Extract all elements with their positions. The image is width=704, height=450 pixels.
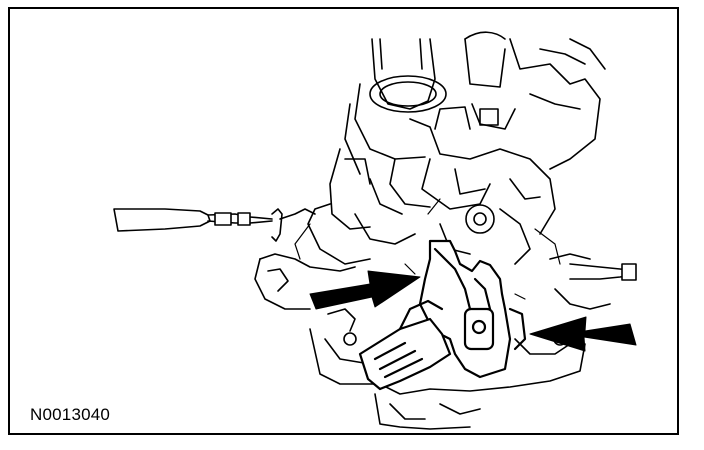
illustration-frame: N0013040 (8, 7, 679, 435)
upper-column-shaft (344, 38, 447, 175)
upper-right-housing (464, 31, 606, 170)
column-casting (369, 106, 556, 265)
right-callout-arrow (529, 316, 637, 352)
steering-column-illustration (113, 31, 637, 430)
detail-lines (294, 198, 561, 300)
electrical-connector (358, 299, 452, 391)
lower-mounting-plate (309, 308, 586, 430)
right-bolt (549, 253, 637, 310)
figure-reference-code: N0013040 (30, 405, 111, 424)
left-bracket (254, 148, 416, 310)
turn-signal-lever (113, 208, 316, 242)
ignition-switch (418, 239, 527, 379)
left-callout-arrow (309, 270, 421, 310)
